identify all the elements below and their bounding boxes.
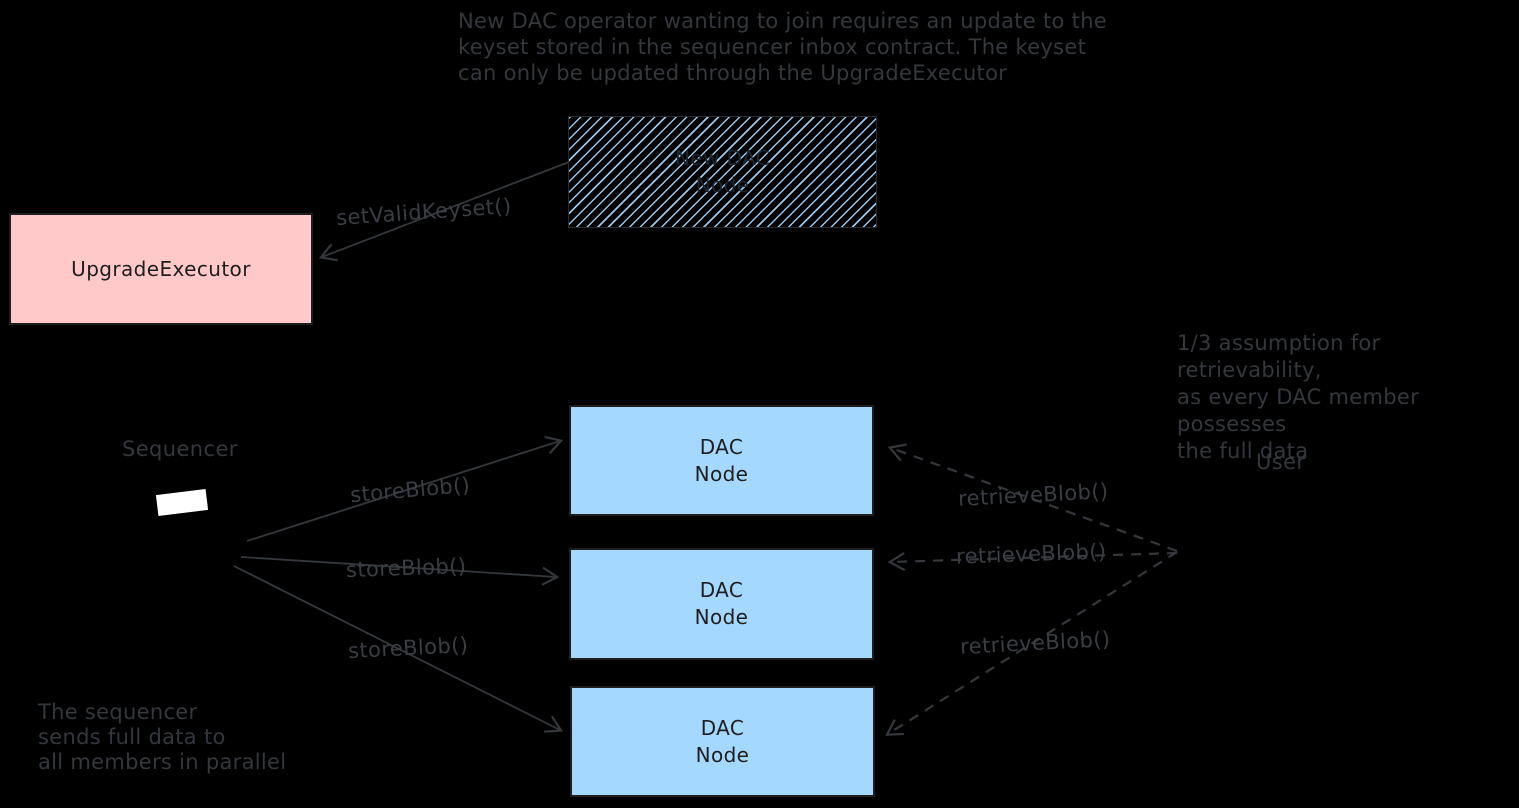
set-valid-keyset-arrow bbox=[318, 161, 570, 262]
store-blob-arrow-2 bbox=[240, 556, 560, 586]
dac-node-label: DAC Node bbox=[694, 578, 749, 629]
retrieve-blob-arrow-1 bbox=[887, 443, 1178, 553]
upgrade-executor-label: UpgradeExecutor bbox=[71, 256, 251, 281]
dac-node-label: DAC Node bbox=[695, 715, 750, 767]
upgrade-executor-box: UpgradeExecutor bbox=[9, 213, 313, 325]
sequencer-label: Sequencer bbox=[122, 437, 238, 461]
user-label: User bbox=[1256, 450, 1306, 474]
new-dac-node-label: New DAC Node bbox=[674, 146, 771, 197]
sequencer-note: The sequencer sends full data to all mem… bbox=[38, 700, 287, 774]
dac-node-box-1: DAC Node bbox=[569, 405, 874, 516]
retrieve-blob-arrow-3 bbox=[885, 551, 1178, 736]
store-blob-label: storeBlob() bbox=[345, 553, 467, 583]
top-note: New DAC operator wanting to join require… bbox=[458, 9, 1108, 85]
dac-node-label: DAC Node bbox=[694, 434, 749, 486]
new-dac-node-box: New DAC Node bbox=[568, 116, 877, 228]
store-blob-arrow-1 bbox=[246, 435, 564, 542]
retrieve-blob-arrow-2 bbox=[887, 551, 1178, 572]
store-blob-arrow-3 bbox=[233, 565, 564, 733]
dac-node-box-2: DAC Node bbox=[569, 548, 874, 660]
dac-node-box-3: DAC Node bbox=[570, 686, 875, 797]
one-third-assumption-note: 1/3 assumption for retrievability, as ev… bbox=[1177, 331, 1420, 463]
